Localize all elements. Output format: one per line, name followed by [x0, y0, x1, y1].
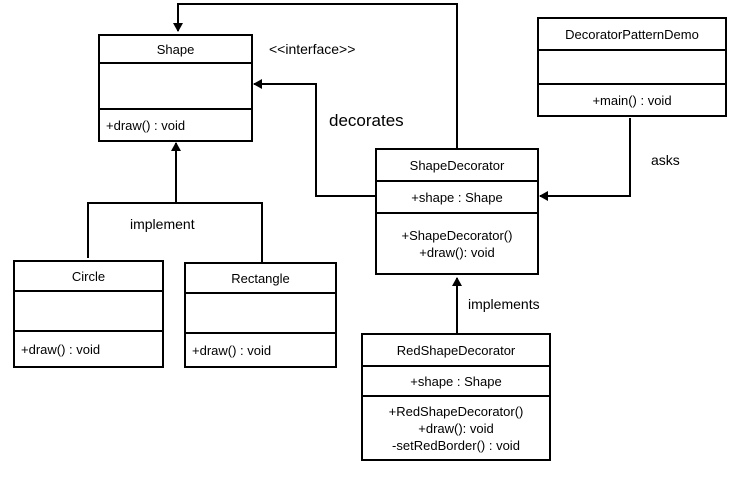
method: -setRedBorder() : void [392, 437, 520, 453]
method: +ShapeDecorator() [401, 227, 513, 243]
implements-label: implements [468, 296, 540, 312]
class-name: DecoratorPatternDemo [539, 19, 725, 51]
method: +draw() : void [21, 341, 101, 357]
attributes-section [15, 292, 162, 332]
class-shape: Shape +draw() : void [98, 34, 253, 142]
methods-section: +draw() : void [15, 332, 162, 366]
class-name: Circle [15, 262, 162, 292]
methods-section: +RedShapeDecorator() +draw(): void -setR… [363, 397, 549, 459]
decorator-implements-arrow [173, 3, 458, 148]
class-decorator-pattern-demo: DecoratorPatternDemo +main() : void [537, 17, 727, 117]
method: +draw(): void [419, 244, 495, 260]
attributes-section: +shape : Shape [363, 367, 549, 397]
attributes-section [186, 294, 335, 334]
decorates-arrow [253, 79, 376, 197]
class-circle: Circle +draw() : void [13, 260, 164, 368]
methods-section: +draw() : void [186, 334, 335, 366]
class-name: Rectangle [186, 264, 335, 294]
method: +draw() : void [192, 342, 272, 358]
methods-section: +draw() : void [100, 110, 251, 140]
method: +main() : void [592, 92, 672, 108]
asks-label: asks [651, 152, 680, 168]
class-red-shape-decorator: RedShapeDecorator +shape : Shape +RedSha… [361, 333, 551, 461]
method: +draw() : void [106, 117, 186, 133]
attributes-section [100, 64, 251, 110]
attributes-section: +shape : Shape [377, 182, 537, 214]
decorates-label: decorates [329, 111, 404, 130]
class-rectangle: Rectangle +draw() : void [184, 262, 337, 368]
methods-section: +main() : void [539, 85, 725, 115]
class-name: ShapeDecorator [377, 150, 537, 182]
implement-connector [87, 202, 263, 262]
class-name: RedShapeDecorator [363, 335, 549, 367]
implement-label: implement [130, 216, 195, 232]
method: +RedShapeDecorator() [388, 403, 524, 419]
attributes-section [539, 51, 725, 85]
asks-arrow [539, 118, 631, 201]
class-name: Shape [100, 36, 251, 64]
interface-label: <<interface>> [269, 41, 356, 57]
methods-section: +ShapeDecorator() +draw(): void [377, 214, 537, 273]
method: +draw(): void [418, 420, 494, 436]
class-shape-decorator: ShapeDecorator +shape : Shape +ShapeDeco… [375, 148, 539, 275]
